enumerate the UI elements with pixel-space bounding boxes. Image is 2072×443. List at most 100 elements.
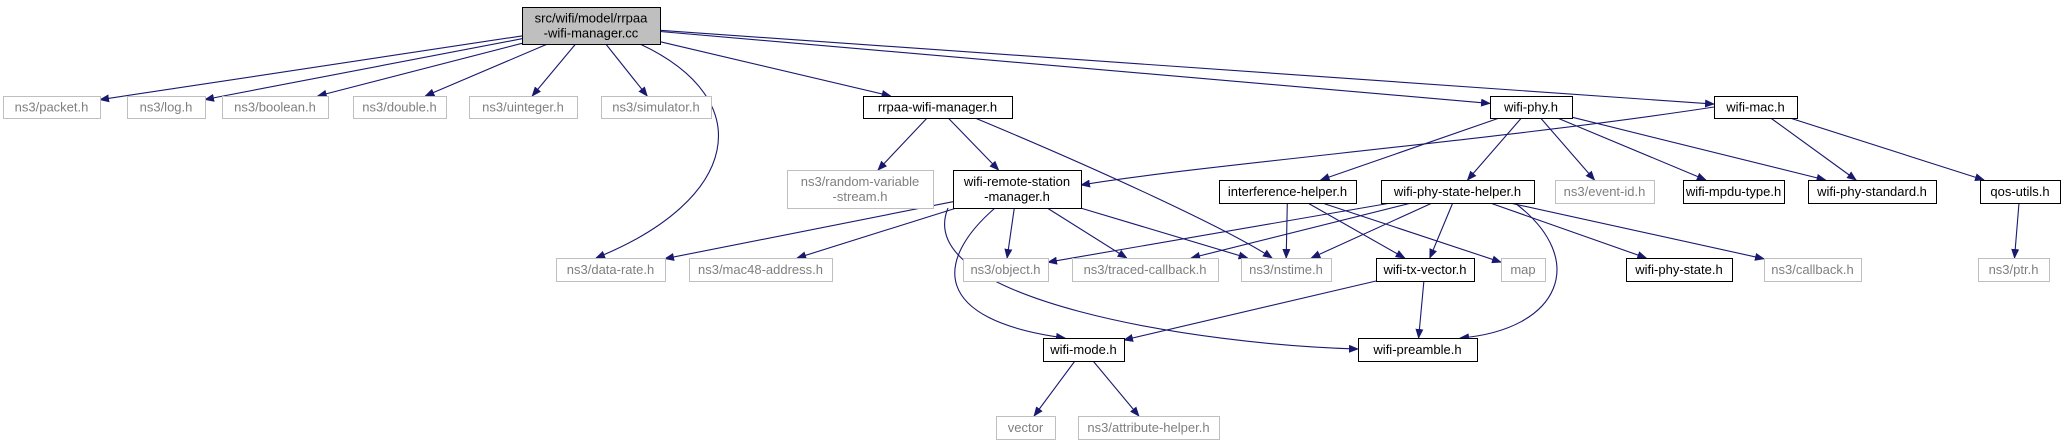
- node-mpdutype[interactable]: wifi-mpdu-type.h: [1683, 180, 1785, 204]
- node-label: ns3/boolean.h: [234, 100, 316, 115]
- edge-wrsm-to-traced: [1046, 207, 1128, 259]
- node-box: [1501, 258, 1546, 282]
- node-callback[interactable]: ns3/callback.h: [1764, 258, 1862, 282]
- node-label: ns3/callback.h: [1771, 262, 1853, 277]
- edge-wifimac-to-wrsm: [1080, 106, 1715, 188]
- node-label: wifi-phy-state-helper.h: [1393, 184, 1521, 199]
- edge-wpsh-to-callback: [1509, 202, 1765, 261]
- node-box: [1714, 96, 1798, 119]
- edge-root-to-rrpaa: [659, 41, 892, 98]
- node-label: rrpaa-wifi-manager.h: [878, 100, 997, 115]
- node-box: [953, 170, 1082, 209]
- node-label: map: [1510, 262, 1535, 277]
- node-box: [1219, 180, 1357, 204]
- node-box: [601, 96, 712, 119]
- node-box: [127, 96, 206, 119]
- edge-wifiphy-to-wpsh: [1466, 117, 1522, 181]
- edge-root-to-uinteger: [531, 43, 577, 97]
- node-label: ns3/double.h: [362, 100, 436, 115]
- node-simulator[interactable]: ns3/simulator.h: [601, 96, 712, 119]
- edge-wifiphy-to-interf: [1319, 117, 1500, 181]
- node-wrsm[interactable]: wifi-remote-station-manager.h: [953, 170, 1082, 209]
- node-vector[interactable]: vector: [996, 416, 1056, 440]
- node-label: ns3/traced-callback.h: [1084, 262, 1207, 277]
- node-traced[interactable]: ns3/traced-callback.h: [1072, 258, 1219, 282]
- node-label: ns3/attribute-helper.h: [1087, 420, 1209, 435]
- node-ptr[interactable]: ns3/ptr.h: [1978, 258, 2050, 282]
- node-txvector[interactable]: wifi-tx-vector.h: [1376, 258, 1475, 282]
- node-wifiphy[interactable]: wifi-phy.h: [1490, 96, 1573, 119]
- edge-mode-to-attrhelper: [1092, 360, 1140, 417]
- edge-wpsh-to-preamble: [1459, 202, 1558, 342]
- node-label: ns3/event-id.h: [1564, 184, 1646, 199]
- edge-txvector-to-preamble: [1415, 280, 1425, 339]
- node-box: [996, 416, 1056, 440]
- edge-rrpaa-to-wrsm: [947, 117, 1000, 171]
- node-randvar[interactable]: ns3/random-variable-stream.h: [787, 170, 934, 209]
- node-label: ns3/uinteger.h: [482, 100, 564, 115]
- node-qos[interactable]: qos-utils.h: [1980, 180, 2061, 204]
- edge-wrsm-to-datarate: [664, 201, 954, 261]
- node-label: interference-helper.h: [1228, 184, 1347, 199]
- edge-root-to-boolean: [316, 42, 523, 98]
- node-box: [1078, 416, 1220, 440]
- node-label: wifi-phy-state.h: [1634, 262, 1722, 277]
- node-packet[interactable]: ns3/packet.h: [3, 96, 101, 119]
- node-label: src/wifi/model/rrpaa: [535, 11, 648, 26]
- edge-wifiphy-to-eventid: [1540, 117, 1596, 181]
- node-box: [469, 96, 578, 119]
- edge-wpsh-to-object: [1047, 202, 1391, 265]
- edge-wrsm-to-nstime: [1080, 207, 1249, 260]
- node-label: wifi-mode.h: [1049, 342, 1116, 357]
- node-interf[interactable]: interference-helper.h: [1219, 180, 1357, 204]
- node-rrpaa[interactable]: rrpaa-wifi-manager.h: [863, 96, 1013, 119]
- node-box: [963, 258, 1049, 282]
- node-log[interactable]: ns3/log.h: [127, 96, 206, 119]
- node-label: -stream.h: [833, 189, 888, 204]
- edge-wrsm-to-preamble: [944, 207, 1359, 353]
- node-phystd[interactable]: wifi-phy-standard.h: [1808, 180, 1937, 204]
- edge-wpsh-to-nstime: [1310, 202, 1433, 259]
- node-datarate[interactable]: ns3/data-rate.h: [556, 258, 666, 282]
- node-box: [1980, 180, 2061, 204]
- node-mac48[interactable]: ns3/mac48-address.h: [689, 258, 833, 282]
- node-label: ns3/ptr.h: [1989, 262, 2039, 277]
- node-nstime[interactable]: ns3/nstime.h: [1241, 258, 1332, 282]
- node-preamble[interactable]: wifi-preamble.h: [1358, 338, 1478, 362]
- node-label: wifi-mpdu-type.h: [1685, 184, 1781, 199]
- node-boolean[interactable]: ns3/boolean.h: [222, 96, 329, 119]
- node-attrhelper[interactable]: ns3/attribute-helper.h: [1078, 416, 1220, 440]
- edge-root-to-wifimac: [659, 29, 1715, 108]
- node-label: wifi-mac.h: [1725, 100, 1785, 115]
- edge-interf-to-map: [1322, 202, 1502, 264]
- edge-rrpaa-to-nstime: [974, 117, 1273, 259]
- node-uinteger[interactable]: ns3/uinteger.h: [469, 96, 578, 119]
- edge-rrpaa-to-randvar: [877, 117, 928, 171]
- node-root: src/wifi/model/rrpaa-wifi-manager.cc: [522, 7, 661, 45]
- node-box: [1381, 180, 1535, 204]
- node-double[interactable]: ns3/double.h: [353, 96, 447, 119]
- edge-interf-to-txvector: [1307, 202, 1406, 259]
- node-label: ns3/object.h: [970, 262, 1040, 277]
- node-physstate[interactable]: wifi-phy-state.h: [1626, 258, 1733, 282]
- node-mode[interactable]: wifi-mode.h: [1043, 338, 1125, 362]
- edge-wpsh-to-traced: [1190, 202, 1412, 260]
- node-box: [1490, 96, 1573, 119]
- edge-layer: [99, 29, 2020, 417]
- edge-root-to-packet: [99, 35, 523, 103]
- edge-root-to-simulator: [605, 43, 648, 97]
- node-wpsh[interactable]: wifi-phy-state-helper.h: [1381, 180, 1535, 204]
- edge-wifiphy-to-mpdutype: [1557, 117, 1707, 181]
- edge-wpsh-to-physstate: [1490, 202, 1648, 259]
- node-eventid[interactable]: ns3/event-id.h: [1555, 180, 1655, 204]
- node-box: [1683, 180, 1785, 204]
- node-wifimac[interactable]: wifi-mac.h: [1714, 96, 1798, 119]
- node-label: ns3/random-variable: [801, 174, 920, 189]
- node-object[interactable]: ns3/object.h: [963, 258, 1049, 282]
- edge-interf-to-nstime: [1282, 202, 1291, 259]
- node-map[interactable]: map: [1501, 258, 1546, 282]
- edge-wifimac-to-qos: [1789, 117, 1985, 182]
- node-box: [1376, 258, 1475, 282]
- node-label: ns3/nstime.h: [1249, 262, 1323, 277]
- node-box: [1626, 258, 1733, 282]
